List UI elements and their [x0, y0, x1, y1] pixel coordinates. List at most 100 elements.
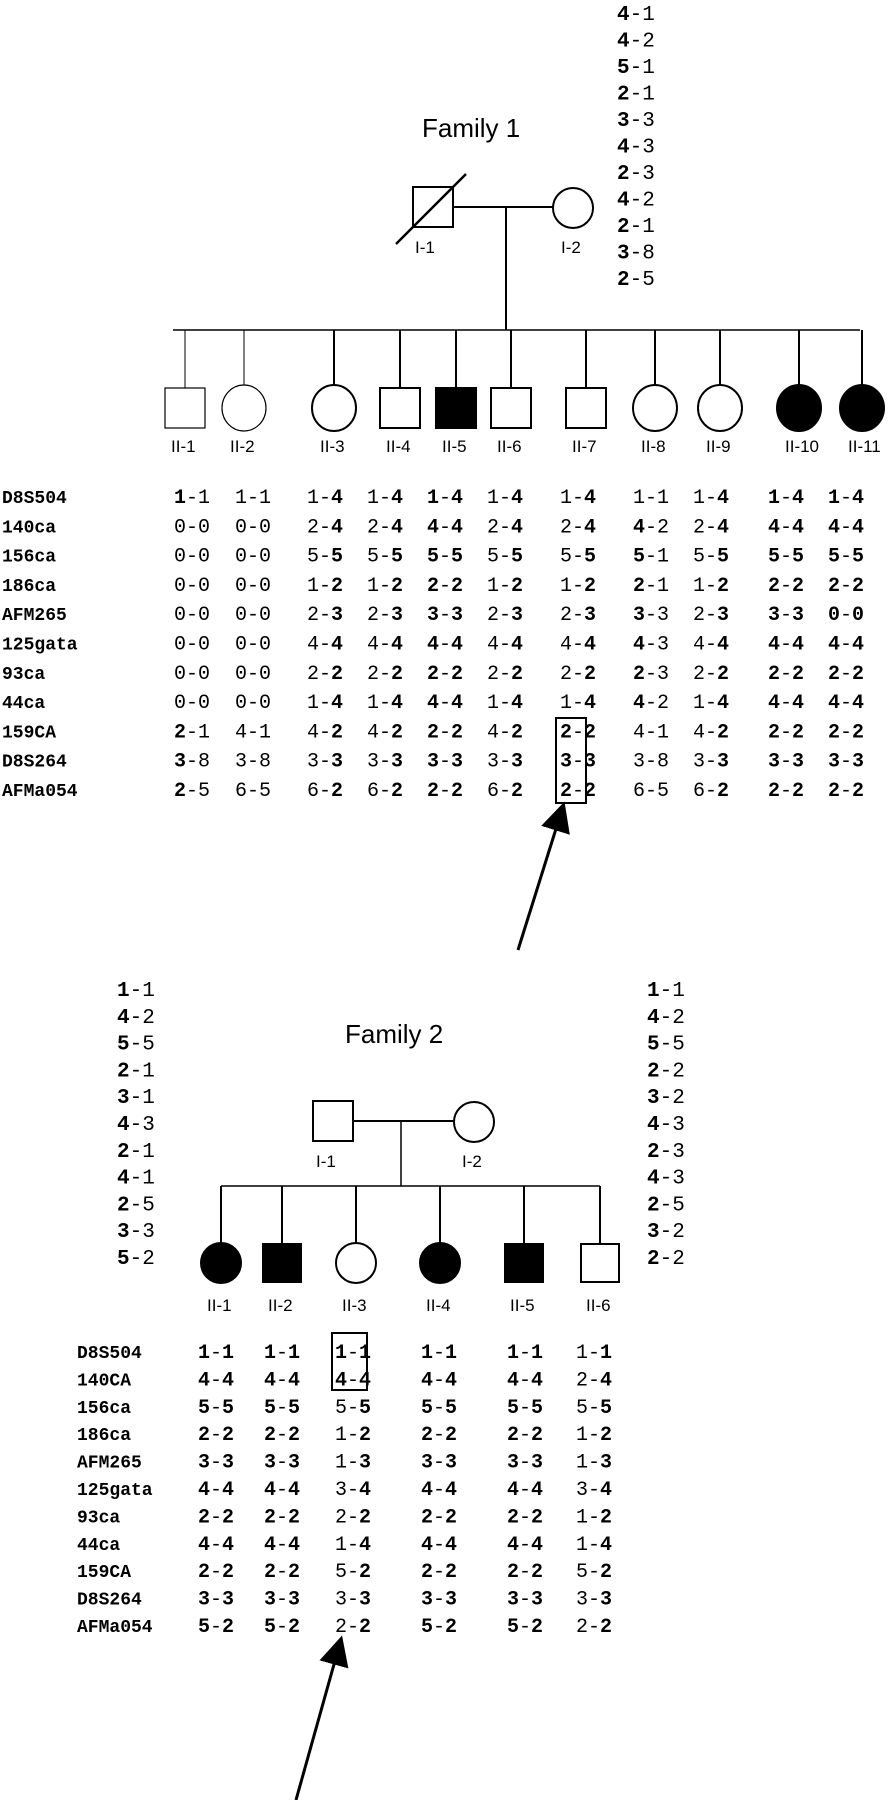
marker-label: AFM265 — [2, 606, 67, 626]
genotype-cell: 1-4 — [768, 487, 804, 510]
genotype-cell: 4-4 — [560, 634, 596, 657]
genotype-cell: 6-2 — [693, 780, 729, 803]
genotype-cell: 4-4 — [264, 1369, 300, 1392]
genotype-cell: 3-3 — [487, 751, 523, 774]
haplotype-allele: 2-5 — [117, 1194, 155, 1217]
genotype-cell: 4-4 — [427, 634, 463, 657]
genotype-cell: 2-2 — [427, 721, 463, 744]
genotype-cell: 2-2 — [560, 663, 596, 686]
genotype-cell: 3-3 — [560, 751, 596, 774]
genotype-cell: 5-2 — [335, 1561, 371, 1584]
genotype-cell: 1-4 — [576, 1534, 612, 1557]
family2-child-II-6: II-6 — [580, 1186, 620, 1315]
genotype-cell: 2-2 — [768, 575, 804, 598]
family1-child-II-7: II-7 — [565, 330, 607, 456]
genotype-cell: 2-2 — [828, 721, 864, 744]
genotype-cell: 5-2 — [198, 1616, 234, 1639]
haplotype-allele: 3-3 — [117, 1221, 155, 1244]
genotype-cell: 0-0 — [174, 692, 210, 715]
haplotype-allele: 2-2 — [647, 1060, 685, 1083]
genotype-cell: 5-5 — [487, 546, 523, 569]
family2-arrow — [294, 1635, 349, 1800]
family1-marker-labels: D8S504140ca156ca186caAFM265125gata93ca44… — [2, 489, 78, 802]
female-symbol — [632, 384, 678, 432]
genotype-cell: 0-0 — [174, 546, 210, 569]
haplotype-allele: 5-5 — [117, 1034, 155, 1057]
genotype-cell: 2-3 — [367, 604, 403, 627]
genotype-cell: 4-4 — [367, 634, 403, 657]
haplotype-allele: 4-1 — [617, 4, 655, 27]
genotype-cell: 3-3 — [768, 604, 804, 627]
founder-label: I-2 — [462, 1152, 482, 1171]
genotype-cell: 2-2 — [828, 663, 864, 686]
genotype-cell: 0-0 — [235, 516, 271, 539]
child-label: II-3 — [342, 1296, 367, 1315]
genotype-cell: 5-5 — [828, 546, 864, 569]
child-label: II-7 — [572, 437, 597, 456]
family1-arrow — [516, 801, 570, 951]
haplotype-allele: 5-5 — [647, 1034, 685, 1057]
genotype-cell: 2-2 — [427, 663, 463, 686]
marker-label: 186ca — [2, 577, 56, 597]
family2-recombinant-box — [331, 1332, 368, 1391]
genotype-cell: 4-4 — [768, 516, 804, 539]
genotype-cell: 1-4 — [335, 1534, 371, 1557]
marker-label: D8S504 — [2, 489, 67, 509]
male-symbol — [262, 1243, 302, 1283]
marker-label: 140ca — [2, 518, 56, 538]
genotype-cell: 5-2 — [507, 1616, 543, 1639]
genotype-cell: 0-0 — [235, 692, 271, 715]
male-symbol — [490, 387, 532, 429]
genotype-cell: 5-5 — [198, 1397, 234, 1420]
genotype-cell: 4-1 — [633, 721, 669, 744]
genotype-cell: 1-4 — [427, 487, 463, 510]
genotype-cell: 5-5 — [507, 1397, 543, 1420]
genotype-cell: 6-2 — [487, 780, 523, 803]
genotype-cell: 2-5 — [174, 780, 210, 803]
genotype-cell: 1-1 — [576, 1342, 612, 1365]
female-symbol — [776, 384, 822, 432]
female-symbol — [200, 1242, 242, 1284]
genotype-cell: 0-0 — [174, 516, 210, 539]
genotype-cell: 1-4 — [828, 487, 864, 510]
haplotype-allele: 3-2 — [647, 1087, 685, 1110]
genotype-cell: 0-0 — [174, 575, 210, 598]
genotype-cell: 2-2 — [828, 780, 864, 803]
genotype-cell: 3-3 — [427, 604, 463, 627]
male-symbol — [379, 387, 421, 429]
haplotype-allele: 4-2 — [117, 1007, 155, 1030]
founder-label: I-2 — [561, 238, 581, 257]
family2-child-II-2: II-2 — [262, 1186, 302, 1315]
genotype-cell: 1-1 — [633, 487, 669, 510]
haplotype-allele: 3-1 — [117, 1087, 155, 1110]
marker-label: 93ca — [77, 1508, 120, 1528]
female-symbol — [453, 1101, 495, 1143]
haplotype-allele: 4-3 — [617, 137, 655, 160]
genotype-cell: 3-3 — [421, 1589, 457, 1612]
genotype-cell: 0-0 — [174, 663, 210, 686]
haplotype-allele: 2-5 — [617, 269, 655, 292]
marker-label: D8S504 — [77, 1344, 142, 1364]
genotype-cell: 2-2 — [693, 663, 729, 686]
genotype-cell: 2-2 — [828, 575, 864, 598]
genotype-cell: 3-3 — [693, 751, 729, 774]
family2-title: Family 2 — [345, 1019, 443, 1049]
marker-label: 156ca — [2, 548, 56, 568]
female-symbol — [697, 384, 743, 432]
genotype-cell: 2-4 — [693, 516, 729, 539]
family1-child-II-4: II-4 — [379, 330, 421, 456]
genotype-cell: 1-2 — [487, 575, 523, 598]
genotype-cell: 1-4 — [693, 487, 729, 510]
genotype-cell: 6-2 — [307, 780, 343, 803]
genotype-cell: 5-5 — [367, 546, 403, 569]
genotype-cell: 2-3 — [693, 604, 729, 627]
family1-founder-haplotype: 4-14-25-12-13-34-32-34-22-13-82-5 — [617, 4, 655, 292]
haplotype-allele: 4-2 — [647, 1007, 685, 1030]
genotype-cell: 1-1 — [421, 1342, 457, 1365]
genotype-cell: 0-0 — [235, 634, 271, 657]
genotype-cell: 2-4 — [560, 516, 596, 539]
family1-founder-I-1: I-1 — [395, 173, 467, 257]
genotype-cell: 1-2 — [367, 575, 403, 598]
marker-label: 44ca — [2, 694, 45, 714]
genotype-cell: 5-5 — [693, 546, 729, 569]
